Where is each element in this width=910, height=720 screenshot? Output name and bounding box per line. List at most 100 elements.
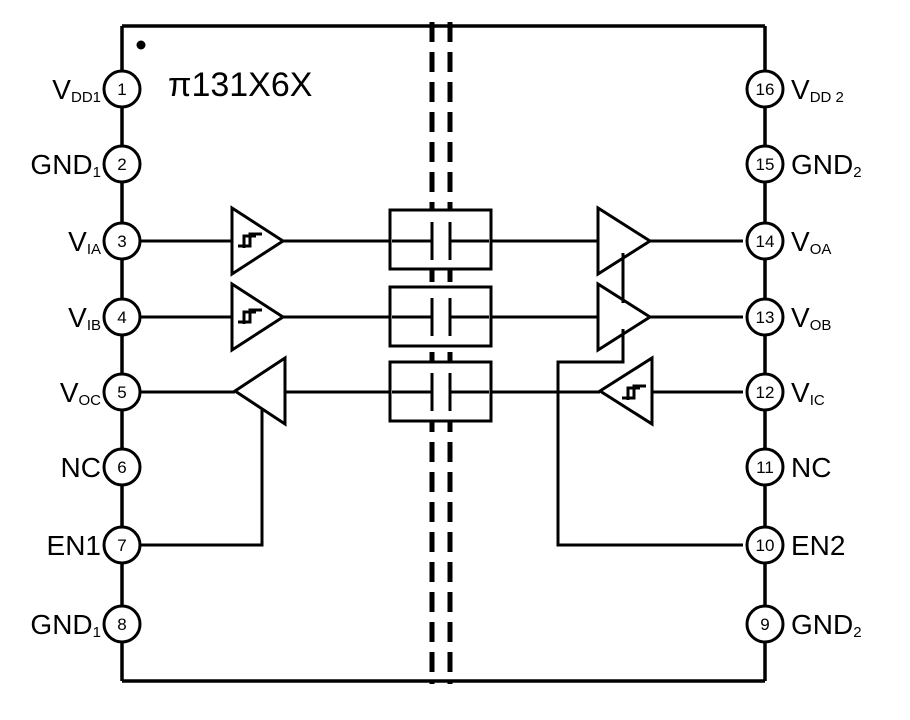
pin-3: 3 VIA [68, 221, 142, 261]
pin-2: 2 GND1 [30, 144, 142, 184]
pin-label: GND2 [791, 149, 862, 181]
pin-10: 10 EN2 [745, 525, 845, 565]
pin-number: 4 [117, 308, 126, 327]
pin-circle [102, 525, 142, 565]
pin-label-main: V [791, 74, 810, 105]
pin-circle [745, 604, 785, 644]
pin-number: 12 [756, 383, 775, 402]
pin-circle [745, 447, 785, 487]
pin-label: NC [61, 452, 101, 483]
pin-label-subscript: IB [87, 317, 101, 334]
pin-label-subscript: 1 [93, 164, 101, 181]
pin-label-subscript: OA [810, 241, 832, 258]
pin-label: VOC [60, 377, 101, 409]
chip-title: π131X6X [168, 66, 312, 104]
pin-16: 16 VDD 2 [745, 69, 844, 109]
pin-11: 11 NC [745, 447, 831, 487]
pin-circle [102, 144, 142, 184]
pin-number: 2 [117, 155, 126, 174]
wire-en1-control [140, 380, 264, 547]
pin-number: 3 [117, 232, 126, 251]
pin-label: GND1 [30, 149, 101, 181]
pin-12: 12 VIC [745, 372, 825, 412]
pin-label: VDD1 [52, 74, 101, 106]
pin-circle [102, 447, 142, 487]
pin-4: 4 VIB [68, 297, 142, 337]
pin-number: 1 [117, 80, 126, 99]
pin-label-subscript: DD 2 [810, 89, 844, 106]
pin-label-main: V [60, 377, 79, 408]
pin-8: 8 GND1 [30, 604, 142, 644]
pin-7: 7 EN1 [47, 525, 142, 565]
pin-label-subscript: OC [79, 392, 102, 409]
pin-circle [745, 525, 785, 565]
pin-15: 15 GND2 [745, 144, 862, 184]
pin-label-main: V [68, 302, 87, 333]
pin-label-main: GND [30, 149, 92, 180]
pin-label-main: NC [791, 452, 831, 483]
pin-number: 9 [760, 615, 769, 634]
pin-circle [102, 297, 142, 337]
pin-label-main: V [68, 226, 87, 257]
pin-label-main: EN1 [47, 530, 101, 561]
pin-13: 13 VOB [745, 297, 831, 337]
pin-label-main: V [52, 74, 71, 105]
pin-14: 14 VOA [745, 221, 831, 261]
pin-number: 15 [756, 155, 775, 174]
pin-label: NC [791, 452, 831, 483]
pin-9: 9 GND2 [745, 604, 862, 644]
pin-number: 8 [117, 615, 126, 634]
pin-label-main: GND [791, 149, 853, 180]
schmitt-buffer-b [230, 281, 286, 353]
pin-circle [745, 372, 785, 412]
schmitt-buffer-a [230, 205, 286, 277]
pin-circle [745, 221, 785, 261]
pin-circle [102, 69, 142, 109]
pin-label-subscript: 2 [853, 164, 861, 181]
pin-6: 6 NC [61, 447, 142, 487]
pin-label-main: V [791, 302, 810, 333]
pin-label-main: GND [791, 609, 853, 640]
pin-number: 6 [117, 458, 126, 477]
pin-label-subscript: 2 [853, 624, 861, 641]
pin-label: VIC [791, 377, 825, 409]
schmitt-buffer-c [597, 355, 654, 427]
pin-label: VIA [68, 226, 101, 258]
pin-number: 11 [756, 458, 774, 477]
pin-label-subscript: IA [87, 241, 101, 258]
pin-number: 14 [756, 232, 775, 251]
pin-label: GND2 [791, 609, 862, 641]
pin-label: VIB [68, 302, 101, 334]
pin-label: VDD 2 [791, 74, 844, 106]
pin-1: 1 VDD1 [52, 69, 142, 109]
pin-label-subscript: DD1 [71, 89, 101, 106]
pin-number: 16 [756, 80, 775, 99]
pin-label: VOB [791, 302, 831, 334]
pin-label-main: V [791, 377, 810, 408]
pin-circle [745, 69, 785, 109]
pin-label-main: GND [30, 609, 92, 640]
pin-circle [102, 372, 142, 412]
pin-label-subscript: 1 [93, 624, 101, 641]
pin-number: 13 [756, 308, 775, 327]
pin-label-subscript: OB [810, 317, 832, 334]
pin-circle [745, 297, 785, 337]
pin-label: EN1 [47, 530, 101, 561]
pin-label: EN2 [791, 530, 845, 561]
pin1-marker-dot [136, 40, 146, 50]
capacitor-a [388, 208, 493, 271]
pin-label: VOA [791, 226, 831, 258]
pin-label-subscript: IC [810, 392, 825, 409]
pin-number: 10 [756, 536, 775, 555]
pin-label-main: V [791, 226, 810, 257]
pin-circle [102, 221, 142, 261]
capacitor-b [388, 285, 493, 348]
capacitor-c [388, 360, 493, 423]
pin-number: 7 [117, 536, 126, 555]
pin-label: GND1 [30, 609, 101, 641]
pin-circle [745, 144, 785, 184]
